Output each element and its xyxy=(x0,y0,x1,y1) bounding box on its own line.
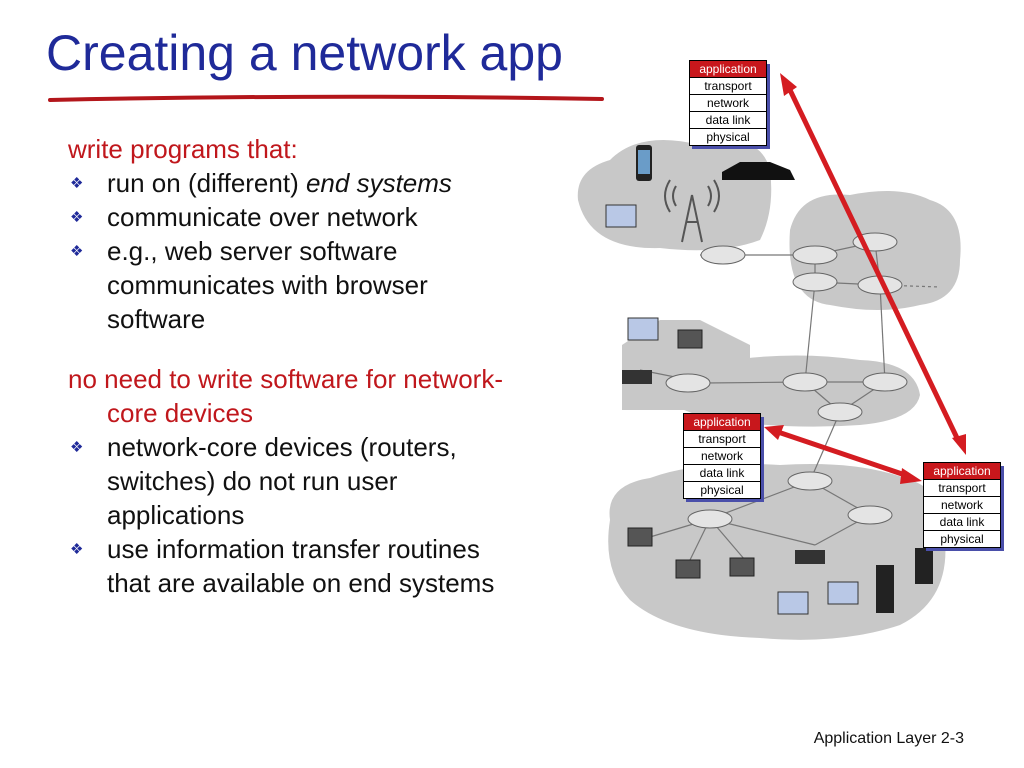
slide-footer: Application Layer 2-3 xyxy=(813,730,964,747)
enterprise-network-cloud xyxy=(608,463,946,640)
bullet-list: write programs that: ❖ run on (different… xyxy=(68,132,528,600)
router xyxy=(792,272,838,292)
list-item: ❖ network-core devices (routers, switche… xyxy=(70,432,457,530)
protocol-stack-client: application transport network data link … xyxy=(683,413,761,499)
arrowhead xyxy=(780,73,797,96)
diamond-bullet-icon: ❖ xyxy=(70,209,84,226)
laptop-icon xyxy=(605,204,637,228)
mobile-network-cloud xyxy=(577,140,772,251)
router xyxy=(700,245,746,265)
heading-write-programs: write programs that: xyxy=(68,134,298,164)
laptop-icon xyxy=(777,591,809,615)
desktop-icon xyxy=(729,557,755,577)
arrowhead xyxy=(952,434,966,455)
server-icon xyxy=(915,548,933,584)
laptop-icon xyxy=(827,581,859,605)
list-item: ❖ use information transfer routines that… xyxy=(70,534,495,598)
access-point-icon xyxy=(622,370,652,384)
arrowhead xyxy=(900,468,922,484)
router xyxy=(817,402,863,422)
title-underline xyxy=(48,94,604,102)
slide-title: Creating a network app xyxy=(46,25,563,81)
router xyxy=(862,372,908,392)
diamond-bullet-icon: ❖ xyxy=(70,541,84,558)
list-item: ❖ communicate over network xyxy=(68,200,528,234)
protocol-stack-mobile: application transport network data link … xyxy=(689,60,767,146)
desktop-icon xyxy=(677,329,703,349)
diamond-bullet-icon: ❖ xyxy=(70,243,84,260)
router xyxy=(782,372,828,392)
arrowhead xyxy=(764,425,784,440)
router xyxy=(665,373,711,393)
router xyxy=(687,509,733,529)
desktop-icon xyxy=(675,559,701,579)
router xyxy=(787,471,833,491)
server-icon xyxy=(876,565,894,613)
desktop-icon xyxy=(627,527,653,547)
cell-tower-icon xyxy=(664,179,720,243)
diamond-bullet-icon: ❖ xyxy=(70,175,84,192)
diamond-bullet-icon: ❖ xyxy=(70,439,84,456)
list-item: ❖ run on (different) end systems xyxy=(68,166,528,200)
network-diagram xyxy=(577,73,966,640)
list-item: ❖ e.g., web server software communicates… xyxy=(70,236,428,334)
car-icon xyxy=(722,162,795,180)
protocol-stack-server: application transport network data link … xyxy=(923,462,1001,548)
router xyxy=(847,505,893,525)
laptop-icon xyxy=(627,317,659,341)
access-point-icon xyxy=(795,550,825,564)
heading-no-need: no need to write software for network-co… xyxy=(68,364,503,428)
router xyxy=(792,245,838,265)
